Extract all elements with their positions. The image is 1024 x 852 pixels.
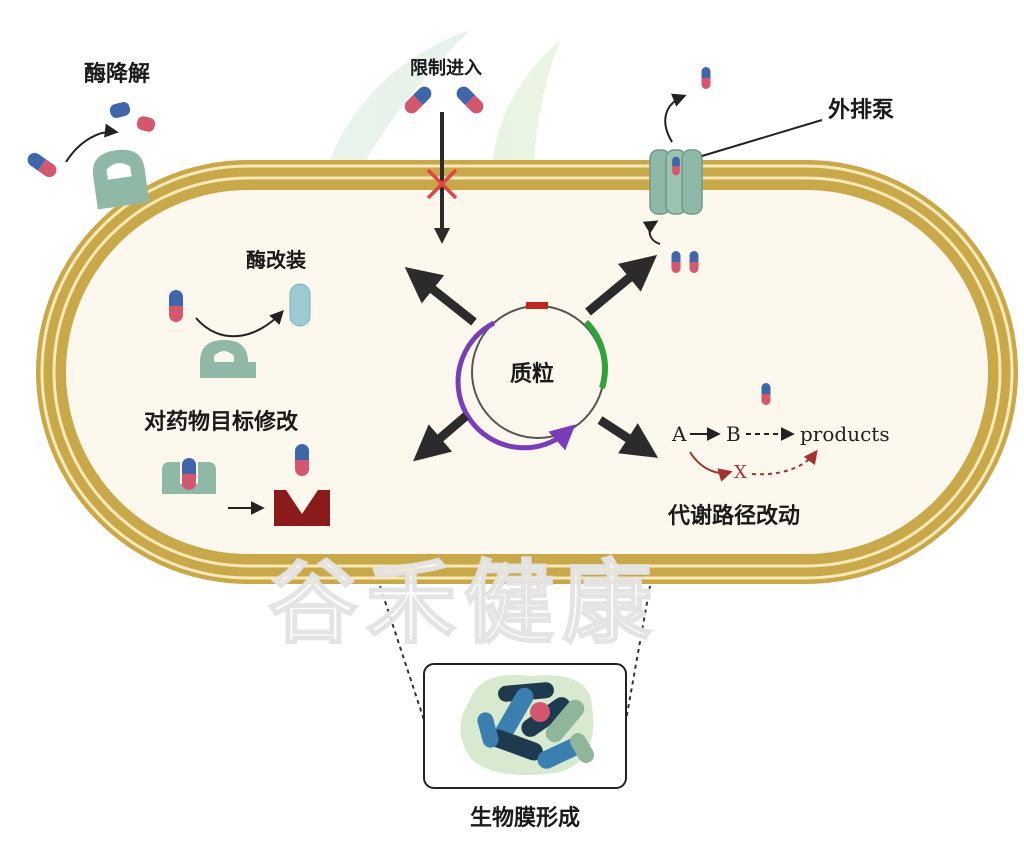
label-metabolic-change: 代谢路径改动 (668, 504, 801, 529)
label-efflux-pump: 外排泵 (828, 98, 895, 123)
big-arrows (404, 254, 659, 462)
pathway-products: products (800, 422, 890, 446)
drug-capsule (24, 150, 60, 180)
drug-fragment-red (136, 116, 156, 132)
drug-capsule (169, 290, 183, 322)
drug-capsule (182, 458, 196, 490)
biofilm-group (379, 585, 651, 789)
original-target (162, 462, 216, 494)
drug-capsule (761, 383, 771, 405)
label-enzyme-modification: 酶改装 (246, 248, 306, 272)
plasmid-green-segment (583, 319, 608, 389)
drug-capsule (295, 444, 309, 476)
efflux-pump-group (642, 67, 823, 273)
enzyme-modification-group (169, 283, 311, 378)
blocked-x-icon (426, 168, 458, 200)
drug-capsule (672, 156, 680, 176)
label-biofilm: 生物膜形成 (470, 806, 581, 831)
label-restricted-entry: 限制进入 (410, 58, 482, 79)
label-target-modification: 对药物目标修改 (144, 410, 299, 435)
label-plasmid: 质粒 (510, 362, 555, 387)
plasmid-group (455, 302, 608, 451)
drug-capsule (453, 83, 487, 117)
drug-capsule (689, 251, 699, 273)
metabolic-pathway-group (689, 383, 818, 482)
watermark-text: 谷禾健康 (267, 550, 660, 657)
label-enzyme-degradation: 酶降解 (84, 62, 151, 87)
modifying-enzyme (200, 340, 256, 378)
pathway-node-a: A (672, 422, 687, 446)
target-modification-group (162, 444, 330, 526)
plasmid-purple-segment (455, 320, 576, 451)
pathway-blocked-x: X (734, 462, 747, 483)
drug-capsule (671, 251, 681, 273)
modified-drug (289, 283, 311, 327)
restricted-entry-group (401, 83, 487, 244)
drug-fragment-blue (109, 101, 131, 119)
enzyme-degradation-group (24, 101, 156, 210)
modified-target (274, 490, 330, 526)
pathway-node-b: B (726, 422, 741, 446)
drug-capsule (701, 67, 711, 89)
plasmid-red-marker (526, 302, 548, 309)
degrading-enzyme (92, 149, 150, 210)
efflux-pump-protein (649, 149, 703, 215)
